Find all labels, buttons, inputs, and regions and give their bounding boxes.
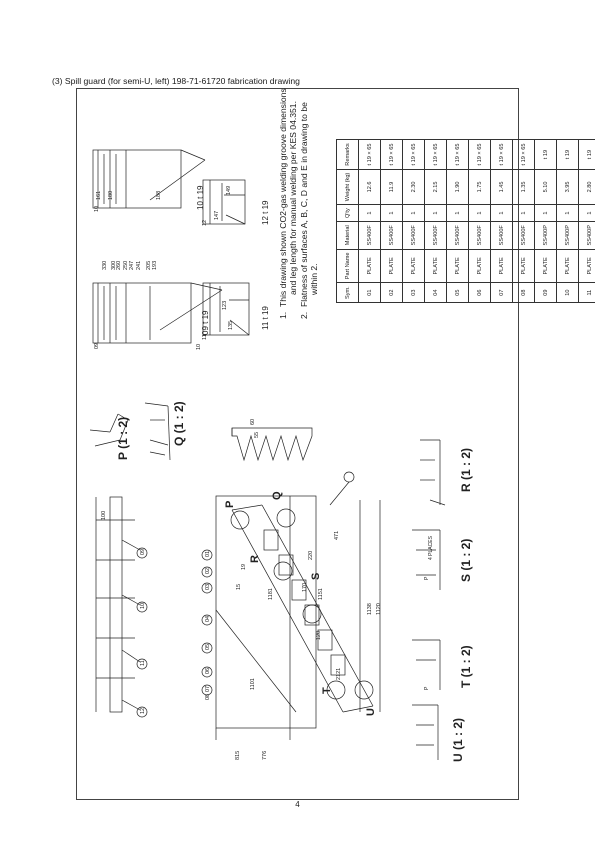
dimension-label: 205	[146, 261, 152, 270]
dimension-label: 815	[235, 751, 241, 760]
dimension-label: 60	[250, 419, 256, 425]
part-sketch-10	[92, 149, 206, 209]
dimension-label: 776	[262, 751, 268, 760]
dimension-label: 247	[129, 261, 135, 270]
callout-letter: P	[224, 501, 236, 508]
balloon-number: 07	[205, 686, 211, 692]
dimension-label: 161	[96, 191, 102, 200]
balloon-number: 10	[94, 206, 100, 212]
part-label: 09 t 19	[201, 310, 210, 335]
callout-letter: R	[249, 555, 261, 563]
detail-s-sketch	[412, 529, 441, 590]
drawing-frame	[76, 88, 519, 800]
part-label: 10 t 19	[196, 185, 205, 210]
view-label: U (1 : 2)	[451, 718, 465, 762]
dimension-label: 123	[222, 301, 228, 310]
dimension-label: 147	[214, 211, 220, 220]
dimension-label: 1120	[376, 603, 382, 615]
main-view	[201, 471, 381, 740]
dimension-label: 55	[254, 432, 260, 438]
callout-letter: U	[365, 708, 377, 716]
detail-p-sketch	[89, 413, 129, 447]
dimension-label: 1151	[318, 588, 324, 600]
dimension-label: 135	[228, 321, 234, 330]
dimension-label: 193	[152, 261, 158, 270]
balloon-number: 11	[202, 334, 208, 340]
part-label: 12 t 19	[261, 200, 270, 225]
dimension-label: 19	[241, 564, 247, 570]
view-label: Q (1 : 2)	[172, 401, 186, 446]
balloon-number: 09	[94, 343, 100, 349]
balloon-number: 03	[205, 584, 211, 590]
dimension-label: 170	[302, 583, 308, 592]
weld-annotation: P	[424, 576, 430, 580]
balloon-number: 09	[140, 549, 146, 555]
balloon-number: 06	[205, 668, 211, 674]
balloon-number: 04	[205, 616, 211, 622]
view-label: P (1 : 2)	[116, 417, 130, 460]
part-sketch-09	[92, 282, 223, 344]
detail-q-sketch	[144, 402, 171, 461]
dimension-label: 241	[136, 261, 142, 270]
balloon-number: 10	[140, 603, 146, 609]
dimension-label: 220	[308, 551, 314, 560]
page-number: 4	[295, 800, 300, 809]
part-sketch-11	[202, 282, 250, 336]
detail-r-sketch	[420, 439, 446, 506]
dimension-label: 300	[111, 261, 117, 270]
dimension-label: 471	[334, 531, 340, 540]
balloon-number: 12	[202, 220, 208, 226]
dimension-label: 1181	[268, 588, 274, 600]
dimension-label: 250	[123, 261, 129, 270]
dimension-label: 330	[102, 261, 108, 270]
dimension-label: 1138	[367, 603, 373, 615]
balloon-number: 05	[205, 644, 211, 650]
detail-u-sketch	[412, 704, 439, 760]
dimension-label: 180	[108, 191, 114, 200]
view-label: S (1 : 2)	[459, 539, 473, 582]
balloon-number: 12	[140, 708, 146, 714]
side-frame	[95, 496, 148, 718]
detail-t-sketch	[412, 639, 441, 690]
part-label: 11 t 19	[261, 306, 270, 330]
dimension-label: 100	[101, 511, 107, 520]
part-sketch-12	[202, 179, 246, 225]
dimension-label: 1101	[250, 678, 256, 690]
balloon-number: 01	[205, 551, 211, 557]
view-label: R (1 : 2)	[459, 448, 473, 492]
dimension-label: 120	[316, 631, 322, 640]
page-title: (3) Spill guard (for semi-U, left) 198-7…	[52, 76, 300, 86]
comb-piece	[231, 427, 313, 462]
view-label: T (1 : 2)	[459, 645, 473, 688]
callout-letter: T	[321, 687, 333, 694]
callout-letter: Q	[271, 491, 283, 500]
dimension-label: 10	[196, 344, 202, 350]
callout-letter: S	[310, 573, 322, 580]
dimension-label: 188	[156, 191, 162, 200]
weld-annotation: 4 PLACES	[428, 535, 434, 560]
weld-annotation: P	[424, 686, 430, 690]
dimension-label: 2121	[336, 668, 342, 680]
balloon-number: 11	[140, 660, 146, 666]
balloon-number: 08	[205, 694, 211, 700]
balloon-number: 02	[205, 568, 211, 574]
dimension-label: 149	[226, 186, 232, 195]
dimension-label: 260	[116, 261, 122, 270]
dimension-label: 15	[236, 584, 242, 590]
